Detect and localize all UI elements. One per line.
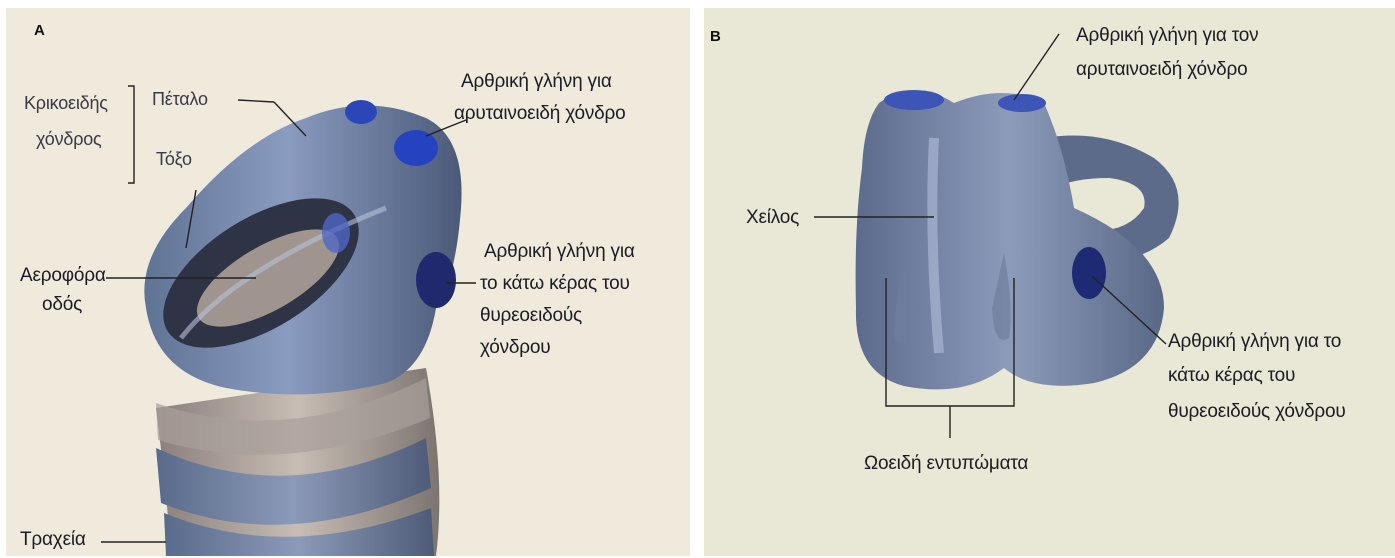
cricoid-posterior-illustration: [704, 8, 1395, 556]
airway-label-line2: οδός: [42, 291, 82, 318]
b-arytenoid-facet-line1: Αρθρική γλήνη για τον: [1076, 22, 1258, 49]
b-thyroid-facet-line3: θυρεοειδούς χόνδρου: [1168, 398, 1346, 425]
trachea-label: Τραχεία: [20, 526, 86, 553]
oval-impressions-label: Ωοειδή εντυπώματα: [864, 450, 1028, 477]
a-thyroid-facet-line3: θυρεοειδούς: [480, 302, 582, 329]
panel-a: A Κρικοειδής χόνδρος Πέταλο Τόξο Αεροφόρ…: [6, 8, 690, 556]
panel-a-letter: A: [34, 22, 45, 39]
b-thyroid-facet-line2: κάτω κέρας του: [1168, 362, 1295, 389]
cricoid-cartilage: [139, 100, 462, 394]
a-arytenoid-facet-line1: Αρθρική γλήνη για: [461, 68, 612, 95]
a-thyroid-facet-line4: χόνδρου: [480, 334, 550, 361]
arytenoid-facet-b: [998, 94, 1046, 112]
a-thyroid-facet-line1: Αρθρική γλήνη για: [484, 238, 635, 265]
arytenoid-facet-a-right: [394, 130, 438, 166]
lip-label: Χείλος: [746, 204, 799, 231]
airway-label-line1: Αεροφόρα: [20, 262, 106, 289]
a-thyroid-facet-line2: το κάτω κέρας του: [480, 270, 630, 297]
arytenoid-facet-a-left: [345, 100, 377, 124]
cricoid-lamina: [856, 90, 1179, 389]
trachea: [156, 368, 439, 556]
cricoid-label-line2: χόνδρος: [36, 126, 102, 152]
a-arytenoid-facet-line2: αρυταινοειδή χόνδρο: [454, 100, 626, 127]
thyroid-facet-a: [416, 252, 456, 308]
b-thyroid-facet-line1: Αρθρική γλήνη για το: [1168, 328, 1341, 355]
arch-label: Τόξο: [156, 146, 192, 172]
panel-b-letter: B: [710, 28, 721, 45]
b-arytenoid-facet-line2: αρυταινοειδή χόνδρο: [1076, 56, 1248, 83]
cricoid-label-line1: Κρικοειδής: [24, 90, 108, 116]
panel-b: B Αρθρική γλήνη για τον αρυταινοειδή χόν…: [704, 8, 1395, 556]
lamina-label: Πέταλο: [152, 86, 208, 112]
thyroid-facet-b: [1072, 247, 1106, 299]
